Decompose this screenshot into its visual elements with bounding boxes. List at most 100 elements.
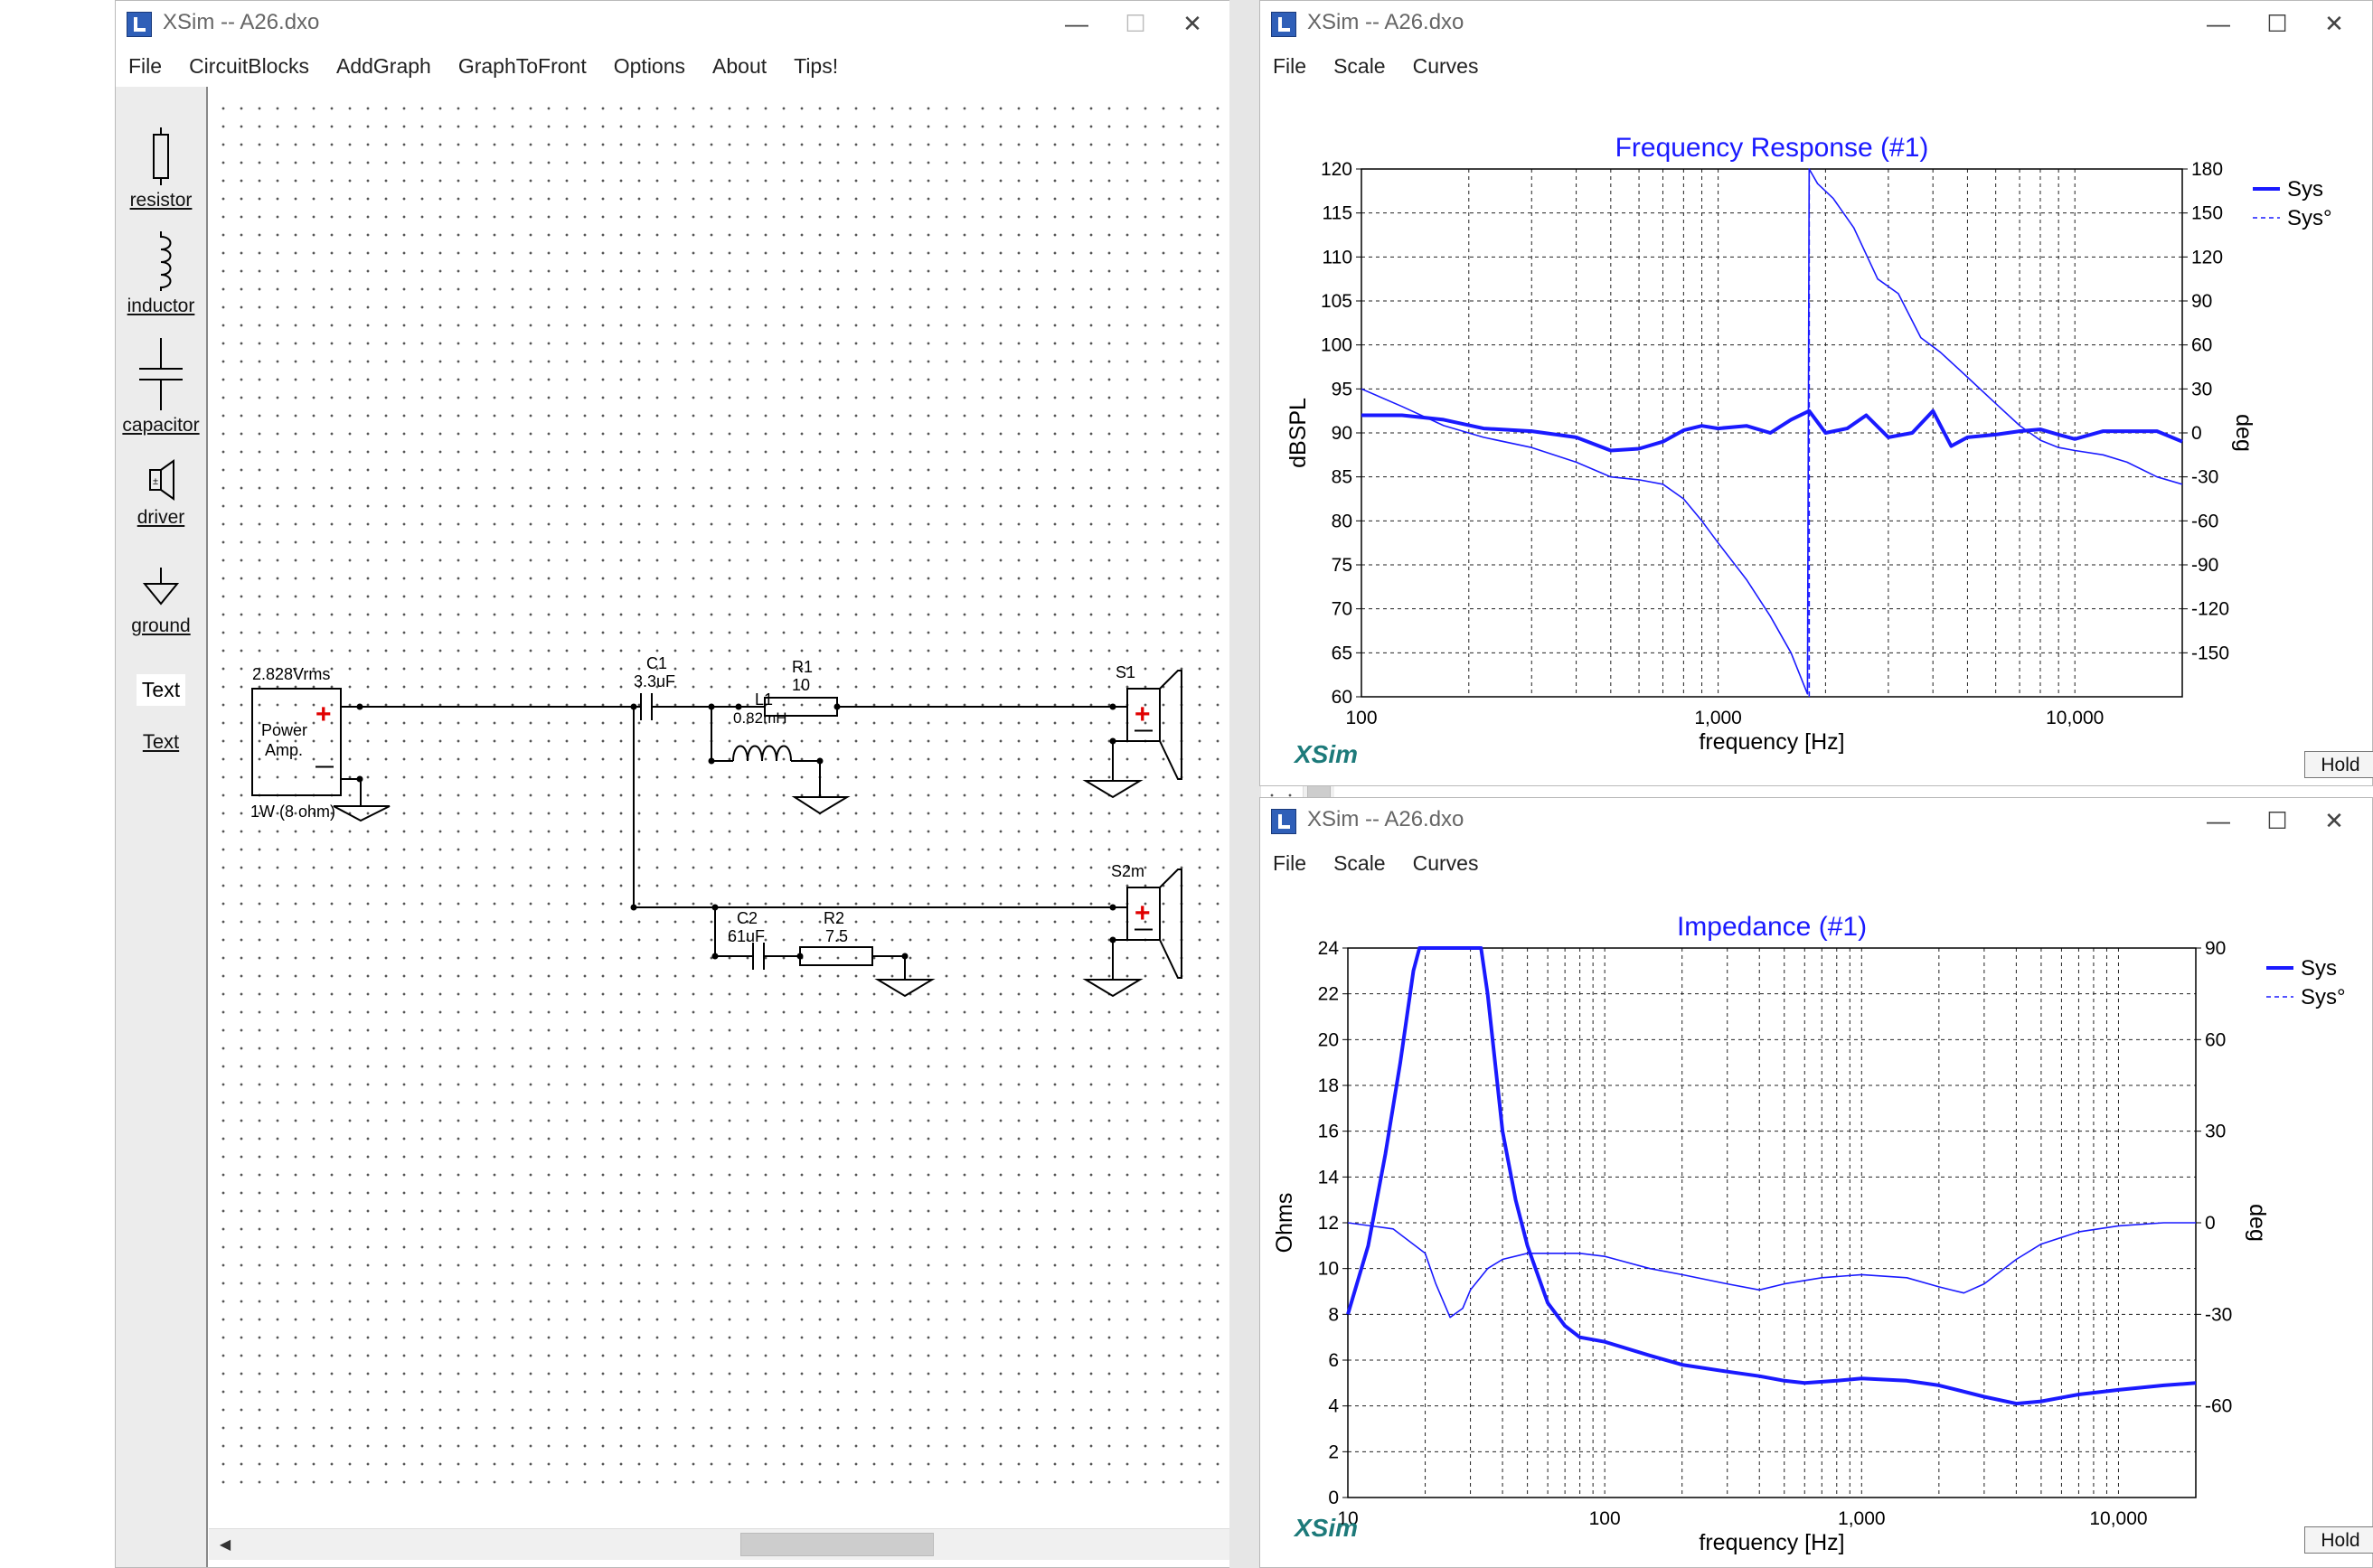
y-tick-label: 12: [1318, 1213, 1339, 1234]
tool-text-underlined[interactable]: Text: [116, 730, 206, 754]
tool-inductor[interactable]: inductor: [116, 231, 206, 317]
tool-ground[interactable]: ground: [116, 566, 206, 637]
menu-file[interactable]: File: [1273, 850, 1307, 875]
x-tick-label: 1,000: [1694, 708, 1742, 728]
y2-tick-label: 90: [2191, 291, 2212, 312]
tool-text[interactable]: Text: [116, 674, 206, 706]
maximize-button[interactable]: ☐: [1125, 9, 1146, 37]
circuit-window: XSim -- A26.dxo — ☐ ✕ File CircuitBlocks…: [115, 0, 1334, 1568]
xsim-logo: XSim: [1295, 1514, 1359, 1542]
y2-tick-label: 90: [2205, 938, 2226, 959]
close-button[interactable]: ✕: [2324, 9, 2344, 37]
horizontal-scroll-thumb[interactable]: [740, 1533, 934, 1556]
c1-value: 3.3uF: [634, 672, 675, 690]
driver-icon: ±: [149, 459, 174, 501]
x-tick-label: 10: [1337, 1508, 1358, 1529]
x-tick-label: 100: [1589, 1508, 1621, 1529]
tool-driver-label: driver: [137, 507, 185, 528]
legend-label-sys: Sys: [2301, 956, 2337, 981]
y2-tick-label: -150: [2191, 643, 2229, 663]
menu-graphtofront[interactable]: GraphToFront: [457, 53, 587, 78]
minimize-button[interactable]: —: [1065, 9, 1088, 37]
maximize-button[interactable]: ☐: [2266, 806, 2288, 834]
imp-menubar: File Scale Curves: [1260, 845, 2372, 881]
menu-tips[interactable]: Tips!: [794, 53, 839, 78]
x-tick-label: 10,000: [2089, 1508, 2147, 1529]
maximize-button[interactable]: ☐: [2266, 9, 2288, 37]
svg-text:±: ±: [153, 476, 158, 487]
schematic-drawing: 2.828Vrms Power Amp. 1W (8 ohm) C1 3.3uF…: [250, 654, 1182, 998]
tool-text-underlined-label: Text: [142, 730, 180, 753]
s2-name: S2m: [1111, 862, 1144, 880]
menu-file[interactable]: File: [128, 53, 163, 78]
menu-curves[interactable]: Curves: [1412, 850, 1479, 875]
circuit-titlebar[interactable]: XSim -- A26.dxo — ☐ ✕: [116, 1, 1230, 46]
y2-tick-label: 60: [2191, 335, 2212, 356]
y2-tick-label: -90: [2191, 555, 2218, 576]
y-tick-label: 120: [1321, 159, 1352, 180]
y-tick-label: 8: [1328, 1304, 1339, 1325]
y-tick-label: 4: [1328, 1396, 1339, 1417]
freq-titlebar[interactable]: XSim -- A26.dxo — ☐ ✕: [1260, 1, 2372, 46]
minimize-button[interactable]: —: [2207, 806, 2230, 834]
y-tick-label: 75: [1332, 555, 1352, 576]
menu-circuitblocks[interactable]: CircuitBlocks: [189, 53, 309, 78]
imp-window-title: XSim -- A26.dxo: [1307, 807, 1464, 831]
y2-tick-label: 120: [2191, 247, 2223, 268]
y2-tick-label: -30: [2191, 467, 2218, 488]
menu-file[interactable]: File: [1273, 53, 1307, 78]
menu-curves[interactable]: Curves: [1412, 53, 1479, 78]
r2-name: R2: [824, 909, 844, 927]
amp-plus-sign: +: [315, 699, 332, 729]
menu-options[interactable]: Options: [613, 53, 686, 78]
y-tick-label: 110: [1323, 247, 1352, 268]
tool-resistor[interactable]: resistor: [116, 127, 206, 211]
y-tick-label: 16: [1318, 1122, 1339, 1142]
y2-tick-label: 180: [2191, 159, 2223, 180]
y-tick-label: 10: [1318, 1259, 1339, 1280]
minimize-button[interactable]: —: [2207, 9, 2230, 37]
menu-addgraph[interactable]: AddGraph: [335, 53, 431, 78]
schematic-canvas[interactable]: 2.828Vrms Power Amp. 1W (8 ohm) C1 3.3uF…: [209, 94, 1301, 1488]
close-button[interactable]: ✕: [2324, 806, 2344, 834]
tool-driver[interactable]: ± driver: [116, 457, 206, 529]
menu-scale[interactable]: Scale: [1333, 850, 1386, 875]
circuit-window-title: XSim -- A26.dxo: [163, 10, 320, 34]
amp-voltage-label: 2.828Vrms: [252, 665, 330, 683]
frequency-response-window: XSim -- A26.dxo — ☐ ✕ File Scale Curves …: [1259, 0, 2373, 786]
y2-tick-label: 30: [2205, 1122, 2226, 1142]
tool-resistor-label: resistor: [129, 190, 193, 211]
series-line-sys-phase: [1361, 168, 2183, 695]
xsim-app-icon: [1271, 809, 1296, 834]
c2-name: C2: [737, 909, 758, 927]
hold-button[interactable]: Hold: [2304, 751, 2373, 778]
tool-capacitor[interactable]: capacitor: [116, 338, 206, 437]
xsim-logo: XSim: [1295, 740, 1359, 768]
y-tick-label: 95: [1332, 379, 1352, 399]
y-tick-label: 65: [1332, 643, 1352, 663]
x-axis-label: frequency [Hz]: [1699, 729, 1844, 755]
legend-label-sys-phase: Sys°: [2301, 985, 2346, 1009]
hold-button[interactable]: Hold: [2304, 1526, 2373, 1554]
menu-about[interactable]: About: [712, 53, 767, 78]
y-tick-label: 80: [1332, 511, 1352, 531]
r1-name: R1: [792, 658, 813, 676]
s2-minus-sign: —: [1135, 919, 1153, 939]
canvas-horizontal-scrollbar[interactable]: ◀ ▶: [209, 1528, 1303, 1560]
series-line-sys: [1346, 946, 2197, 1406]
menu-scale[interactable]: Scale: [1333, 53, 1386, 78]
chart-title: Frequency Response (#1): [1615, 133, 1929, 163]
legend-label-sys: Sys: [2287, 177, 2323, 202]
close-button[interactable]: ✕: [1182, 9, 1202, 37]
series-line-sys-phase: [1347, 1222, 2196, 1319]
inductor-icon: [160, 231, 172, 291]
l1-name: L1: [755, 690, 773, 709]
imp-titlebar[interactable]: XSim -- A26.dxo — ☐ ✕: [1260, 798, 2372, 843]
amp-name-line1: Power: [261, 721, 307, 739]
tool-inductor-label: inductor: [127, 296, 195, 316]
scroll-left-button[interactable]: ◀: [211, 1530, 240, 1559]
impedance-window: XSim -- A26.dxo — ☐ ✕ File Scale Curves …: [1259, 797, 2373, 1568]
y-tick-label: 90: [1332, 423, 1352, 444]
y-tick-label: 70: [1332, 599, 1352, 620]
freq-menubar: File Scale Curves: [1260, 48, 2372, 84]
